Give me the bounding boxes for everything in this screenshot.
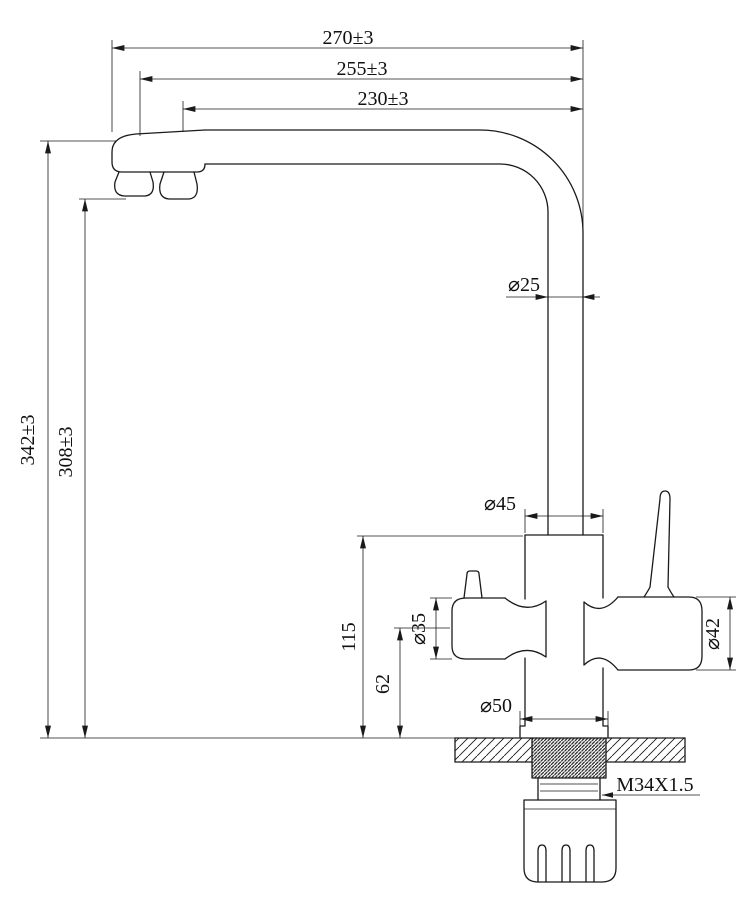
right-handle-neck [583,596,619,671]
dim-inner-width: 230±3 [182,88,584,132]
dimension-text: 62 [372,674,394,694]
left-handle-body [451,597,506,660]
right-handle-lever-base [643,586,675,598]
dimension-text: ⌀45 [484,493,516,515]
dim-overall-height: 342±3 [17,140,116,739]
dim-body-diameter: ⌀45 [484,493,604,533]
thread-spec-text: M34X1.5 [616,774,693,796]
spout-outer-edge [204,129,584,536]
dimension-text: ⌀35 [408,613,430,645]
body-left-edge [519,534,526,738]
dimension-text: 308±3 [55,427,77,478]
shank-outline [531,737,607,779]
dim-middle-width: 255±3 [139,58,584,136]
leader-arrow [602,792,613,798]
dimension-text: 230±3 [358,88,409,110]
spout-head [111,129,206,173]
dim-base-diameter: ⌀50 [480,695,609,726]
right-handle-lever [649,490,671,588]
dim-overall-width: 270±3 [111,27,584,231]
countertop-hatch-right [606,738,685,762]
countertop-hatch-left [455,738,532,762]
thread-lines [540,783,598,792]
dimension-annotations: 270±3 255±3 230±3 342±3 308±3 ⌀2 [17,27,736,798]
left-handle-neck [504,597,547,660]
thread-callout: M34X1.5 [602,774,700,798]
aerator-right [159,171,198,200]
dim-spout-height: 308±3 [55,198,126,739]
dim-handle-center-height: 62 [372,627,450,739]
dim-right-handle-diameter: ⌀42 [696,596,736,671]
mounting-nut-slots [537,844,595,883]
dim-pipe-diameter: ⌀25 [506,274,600,300]
spout-inner-edge [204,163,549,536]
countertop-ends [454,737,686,763]
dim-left-handle-diameter: ⌀35 [408,597,452,660]
left-handle-lever [463,570,483,599]
shank-cross-section [532,738,606,778]
dimension-text: ⌀25 [508,274,540,296]
dimension-text: 255±3 [337,58,388,80]
right-handle-body [617,596,703,671]
aerator-left [114,171,154,197]
faucet-outline [111,129,703,738]
dimension-text: 270±3 [323,27,374,49]
body-right-edge [602,534,609,738]
dimension-text: ⌀50 [480,695,512,717]
dim-body-height: 115 [338,535,523,739]
dimension-text: 342±3 [17,415,39,466]
dimension-text: 115 [338,622,360,651]
thread-section-outline [537,777,601,801]
mounting-section [454,737,686,883]
dimension-text: ⌀42 [702,618,724,650]
